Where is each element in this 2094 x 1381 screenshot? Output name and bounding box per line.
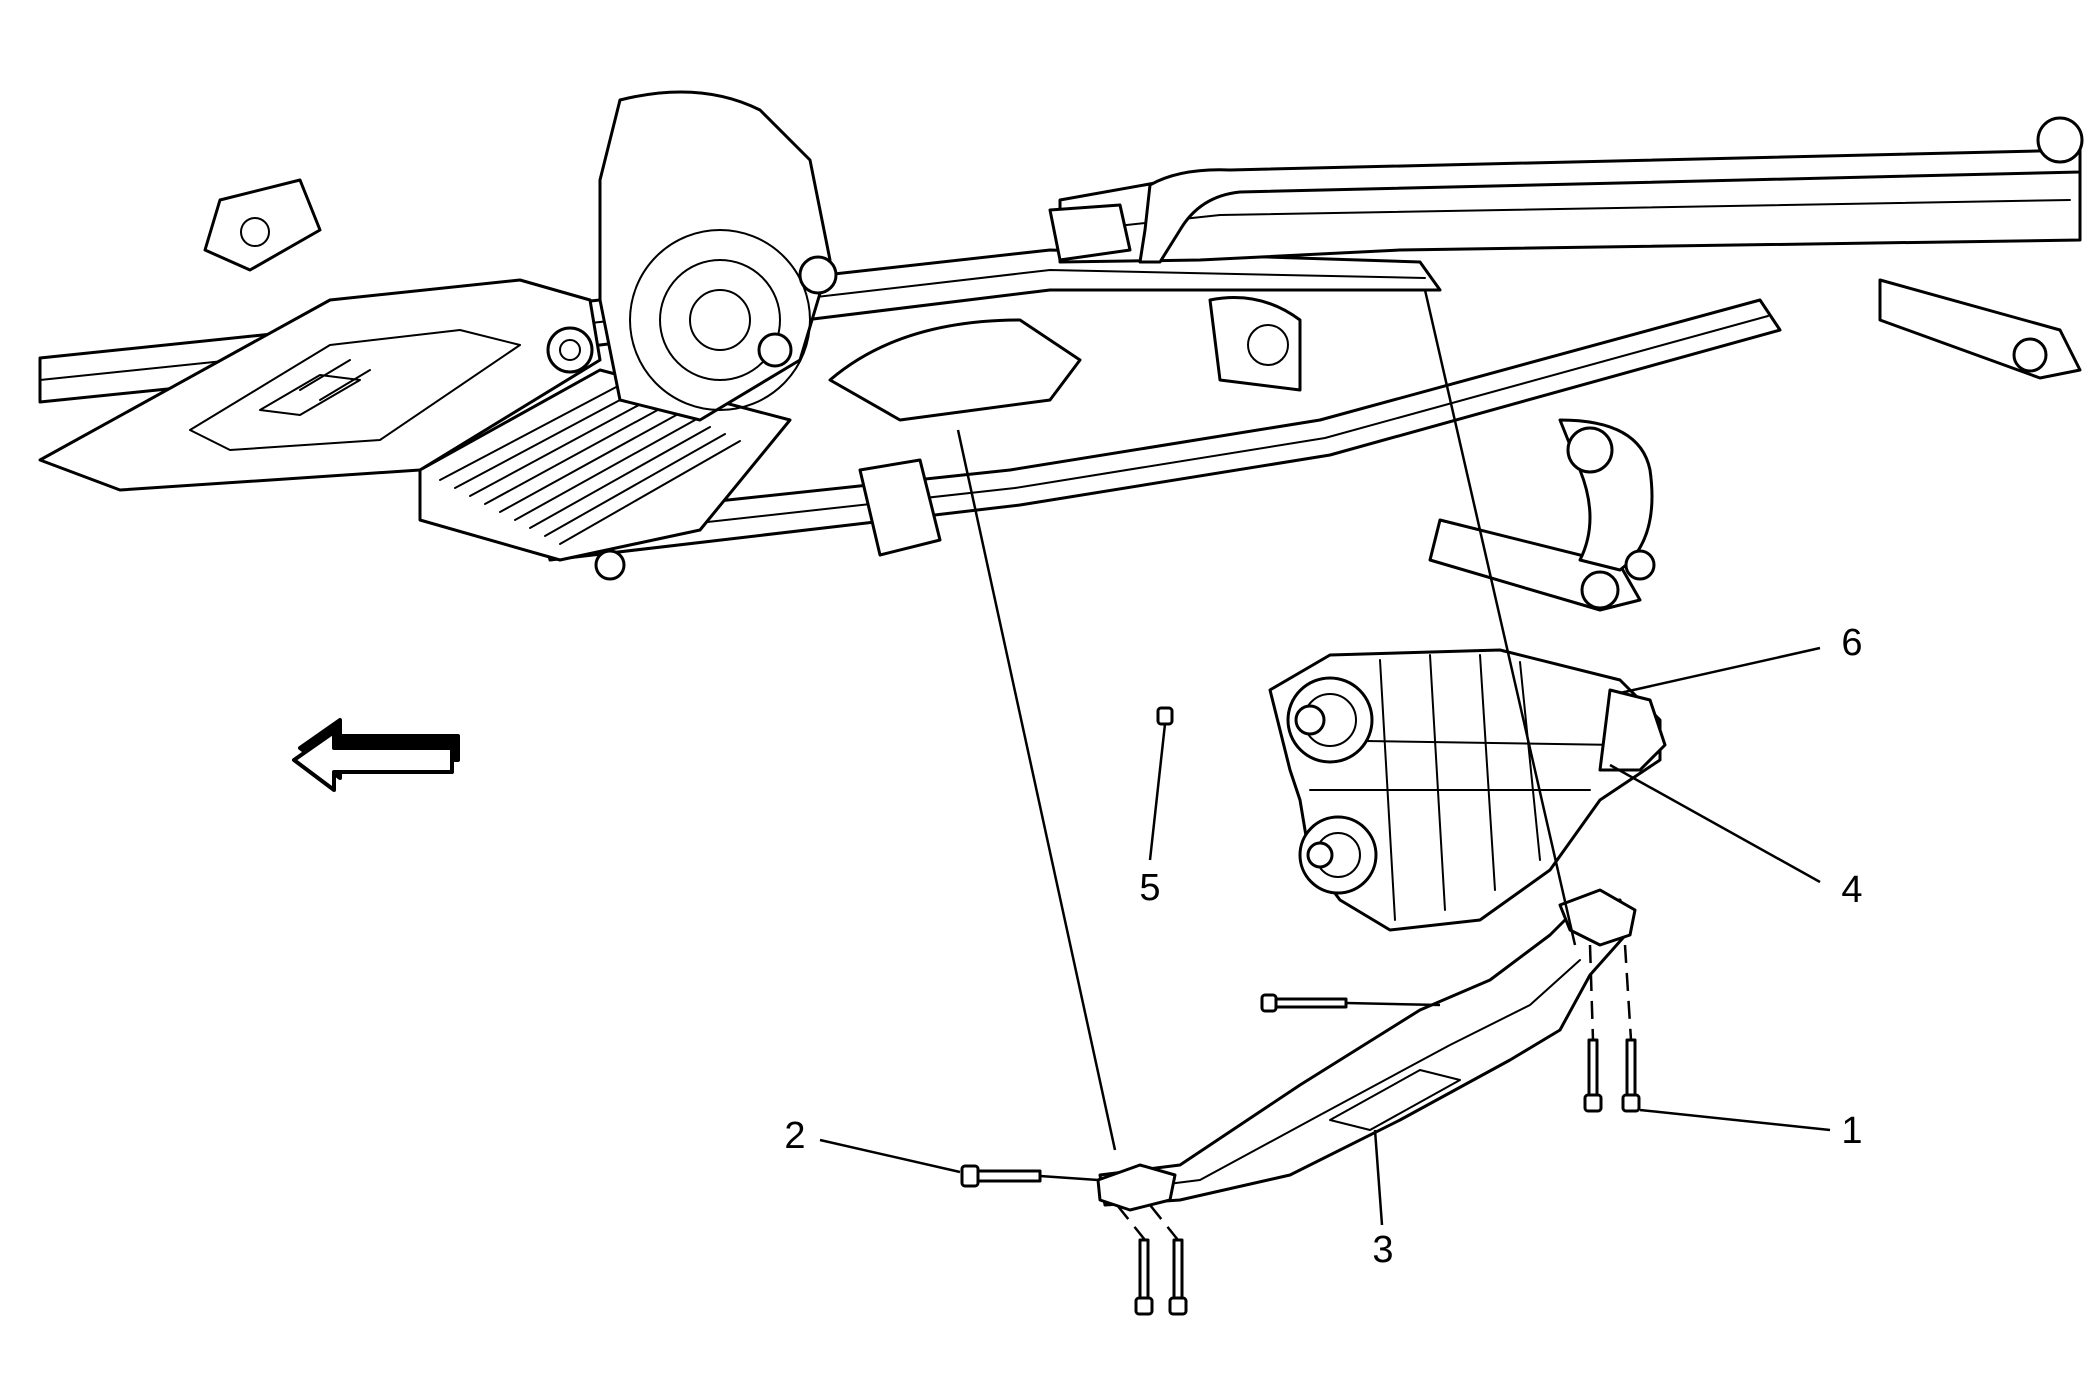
nut-5 bbox=[1156, 706, 1174, 726]
callout-label-1: 1 bbox=[1841, 1110, 1862, 1152]
left-arrow-icon bbox=[292, 718, 460, 792]
callout-label-2: 2 bbox=[784, 1115, 805, 1157]
differential-housing bbox=[546, 90, 838, 422]
alignment-lines bbox=[956, 289, 1633, 1241]
callout-label-4: 4 bbox=[1841, 869, 1862, 911]
bracket-bolt bbox=[1260, 993, 1348, 1013]
callout-labels: 1 2 3 4 5 6 bbox=[784, 622, 1862, 1271]
vehicle-frame bbox=[38, 90, 2084, 612]
bolt-2 bbox=[960, 1164, 1042, 1188]
bolt-bottom-pair bbox=[1134, 1238, 1188, 1316]
callout-leaders bbox=[819, 646, 1831, 1226]
bolt-1-pair bbox=[1583, 1038, 1641, 1113]
callout-label-3: 3 bbox=[1372, 1229, 1393, 1271]
callout-label-6: 6 bbox=[1841, 622, 1862, 664]
callout-label-5: 5 bbox=[1139, 867, 1160, 909]
transfer-case bbox=[1268, 648, 1667, 932]
transfer-case-mount-bracket bbox=[1096, 888, 1637, 1212]
